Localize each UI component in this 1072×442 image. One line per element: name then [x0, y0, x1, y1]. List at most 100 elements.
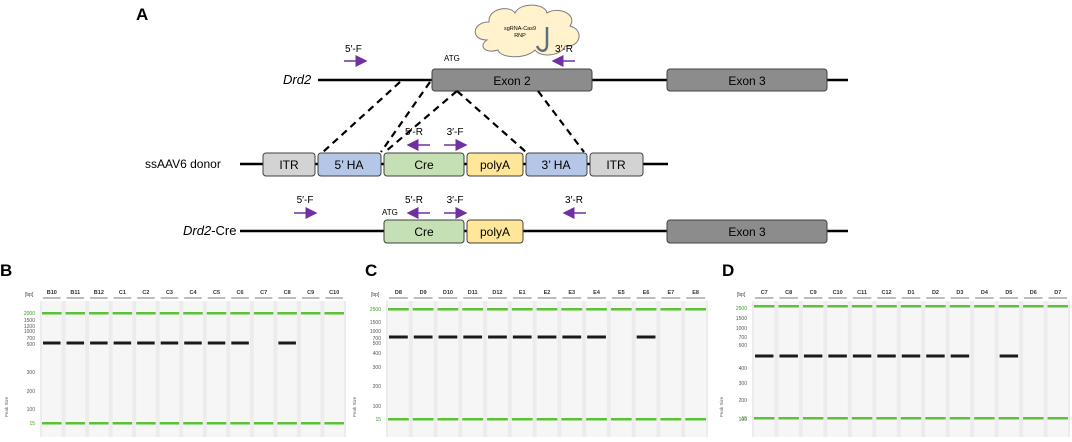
ladder-tick-label: 400: [739, 366, 748, 372]
dna-band: [413, 335, 433, 339]
ladder-tick-label: 1000: [370, 329, 381, 335]
marker-upper: [949, 305, 971, 308]
marker-lower: [802, 417, 824, 420]
gel-unit-label: [bp]: [371, 292, 380, 298]
primer-3r-bottom-label: 3′-R: [565, 195, 583, 206]
marker-upper: [136, 312, 156, 315]
dna-band: [389, 335, 408, 339]
marker-upper: [437, 308, 459, 311]
lane-well: [438, 297, 458, 299]
lane-well: [537, 297, 557, 299]
lane-label-d5: D5: [1005, 290, 1012, 296]
marker-lower: [586, 418, 607, 421]
lane-label-c11: C11: [857, 290, 867, 296]
homology-dashes: [322, 81, 585, 153]
gel-lane: [998, 301, 1020, 437]
lane-label-c9: C9: [810, 290, 817, 296]
gel-lane: [324, 301, 344, 437]
primer-5r-donor-label: 5′-R: [405, 127, 423, 138]
dna-band: [755, 354, 774, 358]
ha5-box: [317, 152, 382, 177]
marker-upper: [900, 305, 922, 308]
peak-size-label: Peak Size: [352, 396, 357, 417]
ladder-tick-label: 100: [27, 407, 36, 413]
polya-box-allele: [466, 219, 524, 244]
gel-lane: [851, 301, 873, 437]
dna-band: [926, 354, 945, 358]
dna-band: [587, 335, 606, 339]
lane-well: [686, 297, 705, 299]
gel-lane: [277, 301, 297, 437]
lane-well: [975, 297, 994, 299]
lane-well: [301, 297, 320, 299]
marker-lower: [462, 418, 484, 421]
panel-d-label: D: [722, 261, 734, 280]
marker-upper: [925, 305, 946, 308]
marker-upper: [1023, 305, 1044, 308]
itr-left-box: [262, 152, 316, 177]
itr-right-label: ITR: [606, 158, 626, 172]
lane-well: [113, 297, 132, 299]
dna-band: [999, 354, 1019, 358]
lane-label-d4: D4: [981, 290, 989, 296]
ladder-tick-label: 200: [373, 384, 382, 390]
lane-well: [901, 297, 921, 299]
marker-upper: [388, 308, 409, 311]
dna-band: [803, 354, 823, 358]
marker-lower: [1047, 417, 1068, 420]
marker-lower: [851, 417, 873, 420]
marker-upper: [206, 312, 227, 315]
dna-band: [779, 354, 798, 358]
marker-upper: [998, 305, 1020, 308]
lane-well: [325, 297, 343, 299]
ladder-tick-label: 300: [373, 365, 382, 371]
gel-lane: [1023, 301, 1044, 437]
gel-lane: [89, 301, 109, 437]
gel-lane: [1047, 301, 1068, 437]
primer-3f-donor-label: 3′-F: [447, 127, 464, 138]
dna-band: [512, 335, 532, 339]
dna-band: [901, 354, 921, 358]
lane-well: [254, 297, 273, 299]
ha3-label: 3’ HA: [542, 158, 571, 172]
marker-upper: [754, 305, 775, 308]
exon2-box: [431, 68, 593, 92]
gel-lane: [610, 301, 632, 437]
lane-label-e4: E4: [593, 290, 601, 296]
gel-lane: [183, 301, 203, 437]
marker-lower: [635, 418, 657, 421]
lane-well: [636, 297, 656, 299]
marker-lower: [900, 417, 922, 420]
ladder-tick-label: 200: [739, 398, 748, 404]
marker-lower: [487, 418, 508, 421]
ladder-tick-label: 1500: [24, 318, 35, 324]
lane-well: [207, 297, 226, 299]
gel-lane: [412, 301, 434, 437]
marker-upper: [412, 308, 434, 311]
lane-well: [1048, 297, 1067, 299]
primer-3f-bottom-label: 3′-F: [447, 195, 464, 206]
gel-lane: [159, 301, 180, 437]
polya-box-donor: [466, 152, 524, 177]
ladder-tick-label: 1500: [370, 320, 381, 326]
dna-band: [852, 354, 872, 358]
marker-upper: [778, 305, 799, 308]
gel-lane: [925, 301, 946, 437]
lane-well: [231, 297, 249, 299]
gel-lane: [437, 301, 459, 437]
marker-lower: [159, 422, 180, 425]
marker-upper: [159, 312, 180, 315]
lane-well: [999, 297, 1019, 299]
lane-label-e1: E1: [519, 290, 526, 296]
marker-upper: [324, 312, 344, 315]
dna-band: [438, 335, 458, 339]
dna-band: [160, 341, 179, 345]
marker-lower: [778, 417, 799, 420]
marker-upper: [586, 308, 607, 311]
marker-upper: [89, 312, 109, 315]
marker-lower: [324, 422, 344, 425]
dna-band: [231, 341, 249, 345]
